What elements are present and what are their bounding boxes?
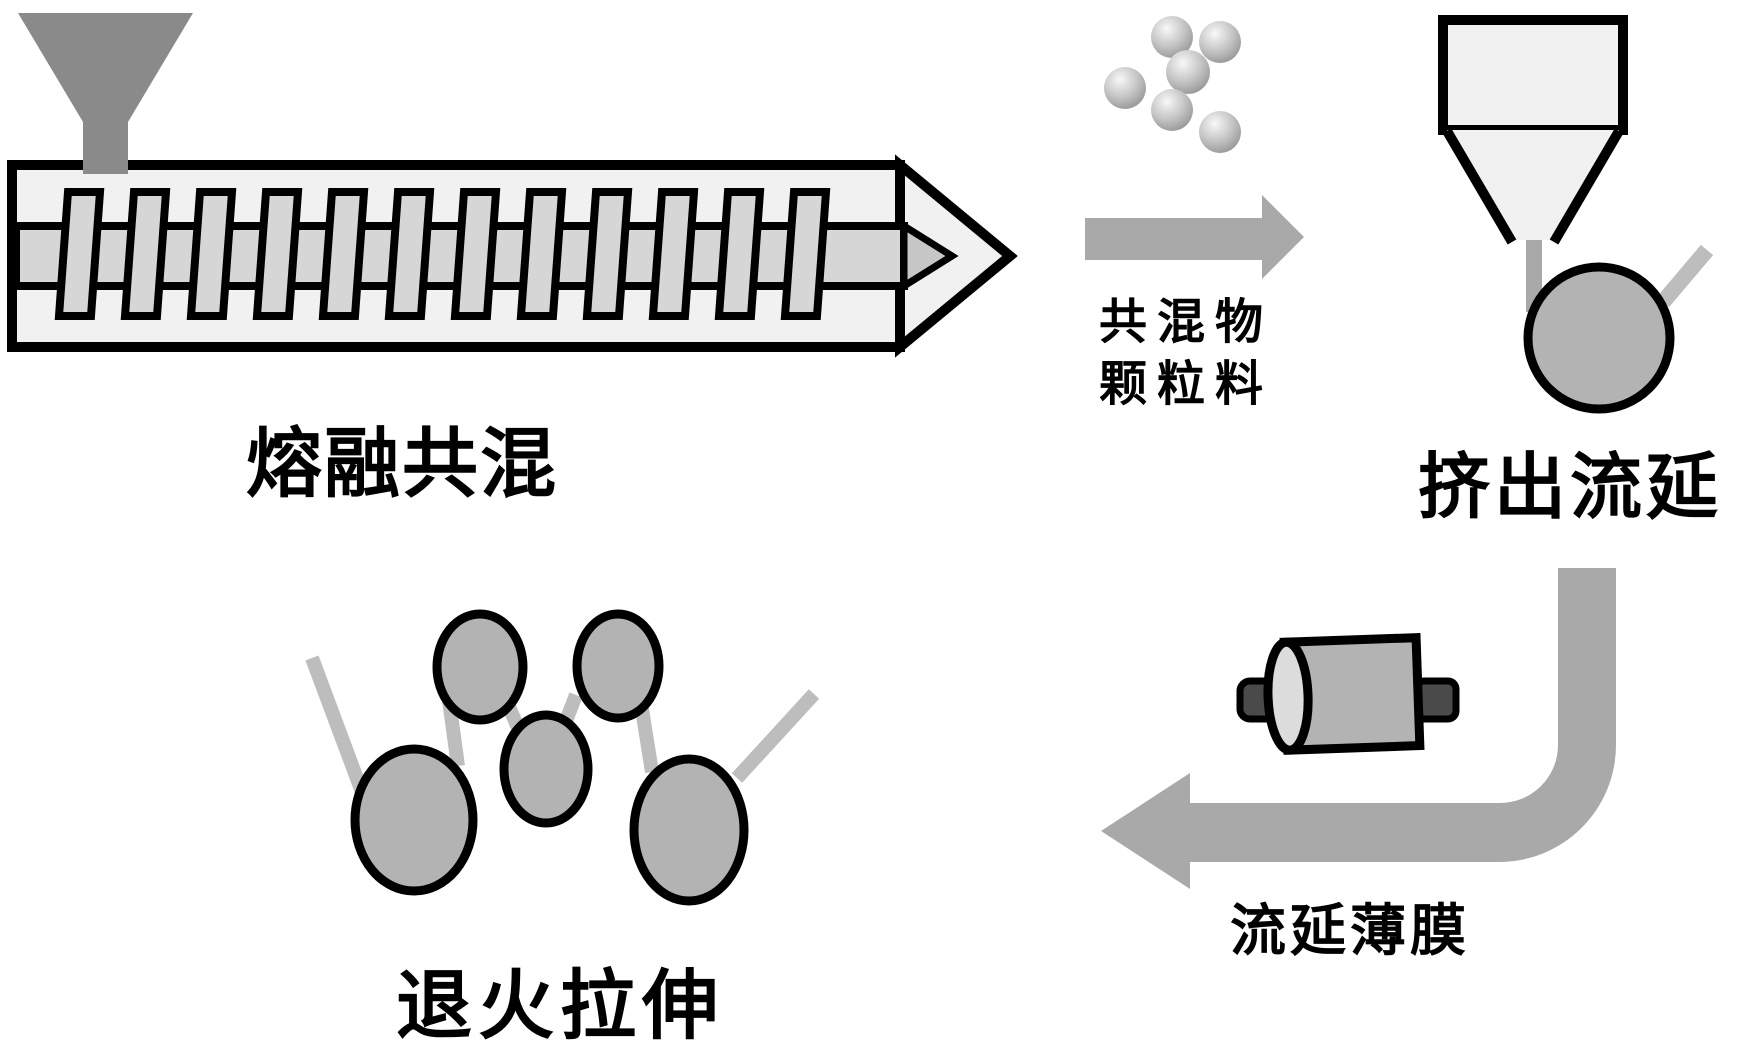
spherulite-fibrils-icon bbox=[305, 609, 820, 906]
elbow-arrow-left-icon bbox=[1101, 568, 1616, 889]
screw-flight bbox=[719, 192, 760, 316]
melt-blending-section: 熔融共混 bbox=[7, 13, 1018, 507]
spherulite bbox=[572, 609, 664, 723]
screw-flight bbox=[455, 192, 496, 316]
pellets-label-line1: 共混物 bbox=[1099, 296, 1273, 349]
melt-blending-label: 熔融共混 bbox=[246, 423, 558, 507]
pellets-label-line2: 颗粒料 bbox=[1099, 358, 1273, 411]
pellet bbox=[1199, 111, 1241, 153]
spheres-cluster-icon bbox=[1104, 16, 1241, 153]
screw-flight bbox=[785, 192, 826, 316]
screw-flight bbox=[653, 192, 694, 316]
screw-flight bbox=[59, 192, 100, 316]
roller-cap bbox=[1263, 637, 1313, 755]
spherulite bbox=[629, 754, 749, 906]
screw-flight bbox=[125, 192, 166, 316]
arrow-right-icon bbox=[1085, 195, 1304, 279]
spherulite bbox=[499, 710, 593, 828]
screw-flight bbox=[389, 192, 430, 316]
pellet bbox=[1166, 50, 1210, 94]
spherulite bbox=[432, 609, 528, 725]
melt-strip bbox=[1526, 228, 1542, 312]
annealing-stretching-label: 退火拉伸 bbox=[396, 965, 724, 1046]
pellet bbox=[1151, 16, 1193, 58]
hopper-cone-right-edge bbox=[1549, 128, 1624, 245]
funnel-icon bbox=[18, 13, 193, 174]
extrusion-casting-section: 挤出流延 bbox=[1418, 15, 1722, 528]
hopper-cone bbox=[1447, 130, 1619, 240]
pellets-flow: 共混物 颗粒料 bbox=[1085, 16, 1304, 411]
takeoff-film-strip bbox=[1656, 244, 1714, 308]
fibril-strip bbox=[731, 689, 820, 783]
pellet bbox=[1151, 89, 1193, 131]
spherulite bbox=[350, 744, 478, 896]
roll-circle-icon bbox=[1523, 262, 1675, 414]
roller-icon bbox=[1236, 633, 1460, 755]
screw-shaft-tip bbox=[900, 219, 959, 293]
cast-film-label: 流延薄膜 bbox=[1230, 901, 1470, 963]
pellet bbox=[1104, 67, 1146, 109]
hopper-cone-left-edge bbox=[1442, 128, 1517, 245]
pellet bbox=[1199, 21, 1241, 63]
fibril-strip bbox=[305, 655, 369, 795]
hopper-icon bbox=[1438, 15, 1628, 135]
extrusion-casting-label: 挤出流延 bbox=[1418, 448, 1722, 528]
cast-film-flow: 流延薄膜 bbox=[1101, 568, 1616, 963]
fibril-strip bbox=[634, 701, 659, 774]
annealing-stretching-section: 退火拉伸 bbox=[305, 609, 820, 1046]
screw-flight bbox=[323, 192, 364, 316]
screw-flight bbox=[521, 192, 562, 316]
screw-flight bbox=[191, 192, 232, 316]
screw-flight bbox=[587, 192, 628, 316]
screw-flight bbox=[257, 192, 298, 316]
